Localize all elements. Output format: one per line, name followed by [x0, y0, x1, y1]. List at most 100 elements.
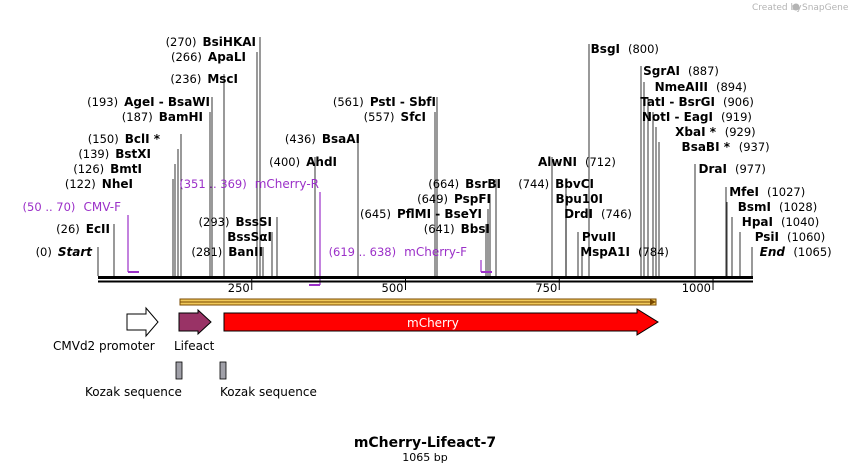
enzyme-mspa1i: MspA1I(784): [580, 245, 669, 259]
orf-arrow: [179, 298, 657, 306]
enzyme-name: NheI: [102, 177, 133, 191]
enzyme-name: PflMI - BseYI: [397, 207, 482, 221]
enzyme-position: (187): [122, 110, 153, 124]
kozak-box-2: [219, 361, 227, 380]
enzyme-sfci: SfcI(557): [364, 110, 426, 124]
kozak-label-1: Kozak sequence: [85, 385, 182, 399]
enzyme-name: AlwNI: [538, 155, 577, 169]
enzyme-name: DrdI: [564, 207, 593, 221]
enzyme-name: BanII: [228, 245, 263, 259]
cmvd2-promoter-label: CMVd2 promoter: [53, 339, 155, 353]
enzyme-name: HpaI: [742, 215, 773, 229]
enzyme-hpai: HpaI(1040): [742, 215, 819, 229]
snapgene-watermark: Created by SnapGene: [752, 3, 849, 13]
enzyme-position: (906): [723, 95, 754, 109]
enzyme-pvuii: PvuII: [582, 230, 616, 244]
cmvd2-promoter-arrow: [126, 306, 159, 338]
enzyme-name: BssSαI: [227, 230, 272, 244]
enzyme-position: (1027): [767, 185, 805, 199]
enzyme-name: MfeI: [729, 185, 759, 199]
primer-mcherry-r: mCherry-R(351 .. 369): [179, 177, 321, 286]
enzyme-position: (977): [735, 162, 766, 176]
enzyme-name: BsiHKAI: [203, 35, 257, 49]
enzyme-bsgi: BsgI(800): [591, 42, 659, 56]
enzyme-bbsi: BbsI(641): [424, 222, 490, 236]
enzyme-position: (645): [360, 207, 391, 221]
mcherry-label: mCherry: [407, 316, 459, 330]
enzyme-position: (557): [364, 110, 395, 124]
enzyme-bsmi: BsmI(1028): [738, 200, 818, 214]
enzyme-position: (293): [199, 215, 230, 229]
enzyme-name: BclI *: [125, 132, 161, 146]
enzyme-nhei: NheI (122): [65, 177, 133, 191]
enzyme-position: (561): [333, 95, 364, 109]
primer-name: CMV-F: [84, 200, 122, 214]
feature-lifeact: Lifeact: [174, 308, 215, 353]
enzyme-name: BssSI: [235, 215, 272, 229]
enzyme-position: (0): [36, 245, 52, 259]
enzyme-name: PsiI: [755, 230, 779, 244]
ruler-tick-label: 500: [382, 281, 404, 295]
enzyme-name: AhdI: [306, 155, 337, 169]
enzyme-name: End: [760, 245, 786, 259]
enzyme-name: AgeI - BsaWI: [124, 95, 210, 109]
enzyme-drai: DraI(977): [699, 162, 766, 176]
enzyme-name: BmtI: [110, 162, 142, 176]
enzyme-tati-bsrgi: TatI - BsrGI(906): [640, 95, 754, 109]
enzyme-bsssi: BssSI (293): [199, 215, 272, 229]
enzyme-position: (126): [73, 162, 104, 176]
enzyme-name: BsaBI *: [682, 140, 731, 154]
enzyme-position: (236): [170, 72, 201, 86]
primer-range: (50 .. 70): [23, 200, 76, 214]
ruler-tick-label: 1000: [682, 281, 711, 295]
enzyme-position: (746): [601, 207, 632, 221]
enzyme-position: (929): [725, 125, 756, 139]
enzyme-name: Start: [58, 245, 93, 259]
enzyme-bbvci: BbvCI(744): [518, 177, 594, 191]
lifeact-label: Lifeact: [174, 339, 215, 353]
enzyme-position: (150): [88, 132, 119, 146]
enzyme-labels: Start(0)EcII(26)NheI(122)BmtI(126)BstXI(…: [36, 35, 832, 259]
enzyme-position: (122): [65, 177, 96, 191]
enzyme-position: (266): [171, 50, 202, 64]
enzyme-position: (1065): [793, 245, 831, 259]
enzyme-position: (281): [191, 245, 222, 259]
enzyme-name: BsgI: [591, 42, 620, 56]
enzyme-name: NotI - EagI: [642, 110, 713, 124]
enzyme-name: MspA1I: [580, 245, 630, 259]
enzyme-position: (664): [428, 177, 459, 191]
enzyme-position: (26): [56, 222, 80, 236]
enzyme-alwni: AlwNI(712): [538, 155, 616, 169]
enzyme-name: PvuII: [582, 230, 616, 244]
enzyme-name: XbaI *: [675, 125, 717, 139]
enzyme-name: BamHI: [159, 110, 203, 124]
enzyme-position: (937): [739, 140, 770, 154]
ruler-tick-label: 750: [535, 281, 557, 295]
feature-cmvd2-promoter: CMVd2 promoter: [53, 306, 159, 353]
enzyme-name: BsaAI: [322, 132, 360, 146]
enzyme-name: SgrAI: [643, 64, 680, 78]
enzyme-psti-sbfi: PstI - SbfI(561): [333, 95, 436, 109]
plasmid-length: 1065 bp: [402, 451, 447, 464]
enzyme-name: NmeAIII: [655, 80, 708, 94]
enzyme-leader-lines: [97, 37, 753, 276]
enzyme-name: BstXI: [115, 147, 151, 161]
feature-kozak-2: Kozak sequence: [219, 361, 317, 399]
enzyme-position: (270): [166, 35, 197, 49]
lifeact-arrow: [178, 308, 212, 336]
enzyme-agei-bsawi: AgeI - BsaWI(193): [87, 95, 210, 109]
enzyme-name: EcII: [86, 222, 110, 236]
enzyme-position: (1060): [787, 230, 825, 244]
enzyme-position: (400): [269, 155, 300, 169]
primer-name: mCherry-F: [404, 245, 467, 259]
enzyme-name: PspFI: [454, 192, 491, 206]
enzyme-bsaai: BsaAI(436): [285, 132, 360, 146]
sequence-backbone: [98, 276, 753, 283]
enzyme-mfei: MfeI (1027): [729, 185, 805, 199]
enzyme-bsss-i: BssSαI: [227, 230, 272, 244]
enzyme-position: (919): [721, 110, 752, 124]
enzyme-position: (887): [688, 64, 719, 78]
kozak-label-2: Kozak sequence: [220, 385, 317, 399]
